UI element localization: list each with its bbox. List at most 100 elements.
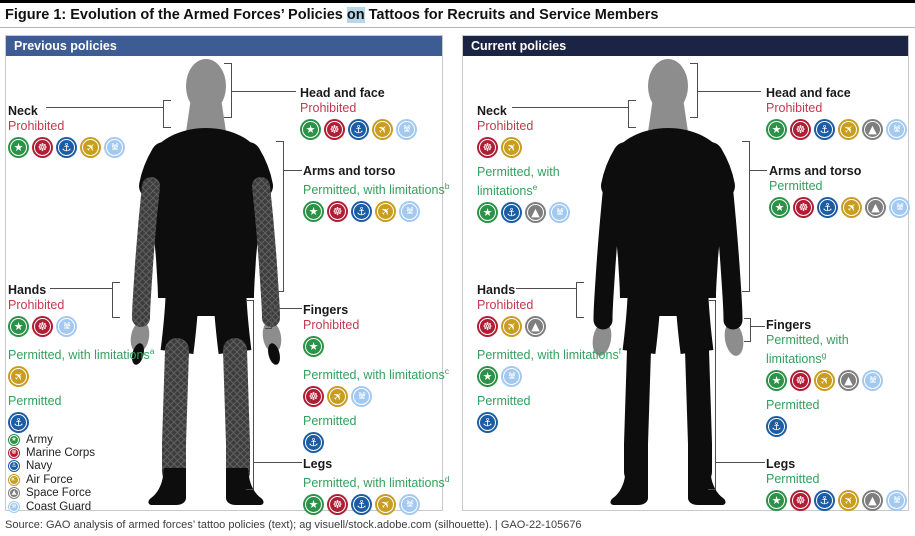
curr-arms-bracket — [742, 141, 750, 292]
region-legs-current: Legs Permitted ★☸⚓✈▲⚓⚓ — [766, 457, 907, 511]
service-icon-row: ☸✈▲ — [477, 316, 621, 337]
army-icon: ★ — [766, 370, 787, 392]
curr-legs-bracket — [708, 300, 716, 490]
spaceforce-icon: ▲ — [8, 487, 20, 500]
legend-item-space-force: ▲ Space Force — [8, 487, 95, 500]
prev-hands-bracket — [112, 282, 120, 318]
status-label: Permitted — [766, 398, 820, 413]
prev-arms-callout-line — [284, 170, 302, 171]
coastguard-icon: ⚓⚓ — [351, 386, 372, 408]
marine-icon: ☸ — [324, 119, 345, 140]
panel-previous-policies: Previous policies — [5, 35, 443, 511]
spaceforce-icon: ▲ — [862, 119, 883, 140]
spaceforce-icon: ▲ — [862, 490, 883, 511]
legend-label: Marine Corps — [26, 447, 96, 460]
marine-icon: ☸ — [327, 494, 348, 516]
coastguard-icon: ⚓⚓ — [104, 137, 125, 158]
legend-label: Air Force — [26, 473, 73, 486]
service-icon-row: ★☸⚓⚓ — [8, 316, 154, 337]
status-label: Prohibited — [766, 101, 823, 115]
prev-head-callout-line — [232, 91, 296, 92]
status-label: Permitted — [8, 394, 62, 409]
legend-item-coast-guard: ⚓⚓Coast Guard — [8, 500, 95, 513]
marine-icon: ☸ — [8, 447, 20, 460]
status-label: Permitted, with limitationsg — [766, 333, 849, 367]
region-title: Arms and torso — [303, 164, 396, 178]
coastguard-icon: ⚓⚓ — [396, 119, 417, 140]
service-icon-row: ☸✈⚓⚓ — [303, 386, 449, 408]
coastguard-icon: ⚓⚓ — [56, 316, 77, 337]
figure-title-text-2: Tattoos for Recruits and Service Members — [364, 7, 659, 23]
region-title: Neck — [477, 104, 507, 118]
region-title: Head and face — [300, 86, 385, 100]
service-icon-row: ☸✈ — [477, 137, 595, 158]
service-icon-row: ★⚓⚓ — [477, 366, 621, 388]
navy-icon: ⚓ — [501, 202, 522, 224]
top-rule — [0, 0, 915, 3]
status-label: Permitted, with limitationsf — [477, 346, 622, 363]
army-icon: ★ — [8, 433, 20, 446]
curr-head-callout-line — [698, 91, 761, 92]
region-title: Hands — [8, 283, 47, 297]
navy-icon: ⚓ — [348, 119, 369, 140]
marine-icon: ☸ — [790, 490, 811, 511]
status-label: Prohibited — [8, 298, 65, 312]
navy-icon: ⚓ — [8, 460, 20, 473]
navy-icon: ⚓ — [8, 412, 29, 434]
curr-neck-bracket — [628, 100, 636, 128]
status-label: Prohibited — [477, 298, 534, 312]
army-icon: ★ — [8, 137, 29, 158]
panel-previous-header: Previous policies — [6, 36, 442, 56]
airforce-icon: ✈ — [372, 119, 393, 140]
coastguard-icon: ⚓⚓ — [8, 500, 20, 513]
region-title: Legs — [766, 457, 796, 471]
army-icon: ★ — [303, 201, 324, 223]
army-icon: ★ — [300, 119, 321, 140]
marine-icon: ☸ — [327, 201, 348, 223]
service-icon-row: ⚓ — [477, 412, 621, 434]
army-icon: ★ — [303, 494, 324, 516]
curr-neck-callout-line — [512, 107, 628, 108]
region-head-current: Head and face Prohibited ★☸⚓✈▲⚓⚓ — [766, 86, 907, 140]
coastguard-icon: ⚓⚓ — [501, 366, 522, 388]
status-label: Permitted — [766, 472, 820, 486]
coastguard-icon: ⚓⚓ — [399, 494, 420, 516]
service-icon-row: ⚓ — [766, 416, 883, 438]
navy-icon: ⚓ — [814, 490, 835, 511]
army-icon: ★ — [766, 119, 787, 140]
status-label: Permitted — [769, 179, 823, 193]
status-label: Permitted — [303, 414, 357, 429]
region-hands-current: Hands Prohibited ☸✈▲ Permitted, with lim… — [477, 283, 622, 434]
airforce-icon: ✈ — [375, 201, 396, 223]
navy-icon: ⚓ — [351, 201, 372, 223]
legend-item-navy: ⚓Navy — [8, 460, 95, 473]
legend-label: Space Force — [26, 487, 92, 500]
curr-fingers-bracket — [744, 318, 751, 342]
service-icon-row: ★☸⚓✈▲⚓⚓ — [766, 490, 907, 511]
body-silhouette-current — [592, 59, 744, 505]
region-neck-previous: Neck Prohibited ★☸⚓✈⚓⚓ — [8, 104, 125, 158]
service-icon-row: ★ — [303, 336, 449, 357]
legend-item-marine-corps: ☸ Marine Corps — [8, 446, 96, 460]
airforce-icon: ✈ — [501, 316, 522, 337]
service-icon-row: ★☸✈▲⚓⚓ — [766, 370, 883, 392]
curr-arms-callout-line — [750, 170, 767, 171]
legend-label: Army — [26, 433, 53, 446]
airforce-icon: ✈ — [501, 137, 522, 158]
service-icon-row: ★☸⚓✈▲⚓⚓ — [769, 197, 910, 218]
status-label: Permitted — [477, 394, 531, 409]
army-icon: ★ — [303, 336, 324, 357]
legend-item-army: ★ Army — [8, 433, 95, 446]
army-icon: ★ — [477, 366, 498, 388]
region-title: Legs — [303, 457, 333, 471]
spaceforce-icon: ▲ — [525, 202, 546, 224]
figure-title: Figure 1: Evolution of the Armed Forces’… — [5, 7, 658, 23]
army-icon: ★ — [766, 490, 787, 511]
airforce-icon: ✈ — [841, 197, 862, 218]
service-icon-row: ✈ — [8, 366, 154, 388]
service-icon-row: ⚓ — [303, 432, 449, 454]
source-line: Source: GAO analysis of armed forces’ ta… — [5, 519, 582, 531]
service-icon-row: ★☸⚓✈⚓⚓ — [300, 119, 417, 140]
status-label: Permitted, with limitationsc — [303, 366, 449, 383]
spaceforce-icon: ▲ — [525, 316, 546, 337]
